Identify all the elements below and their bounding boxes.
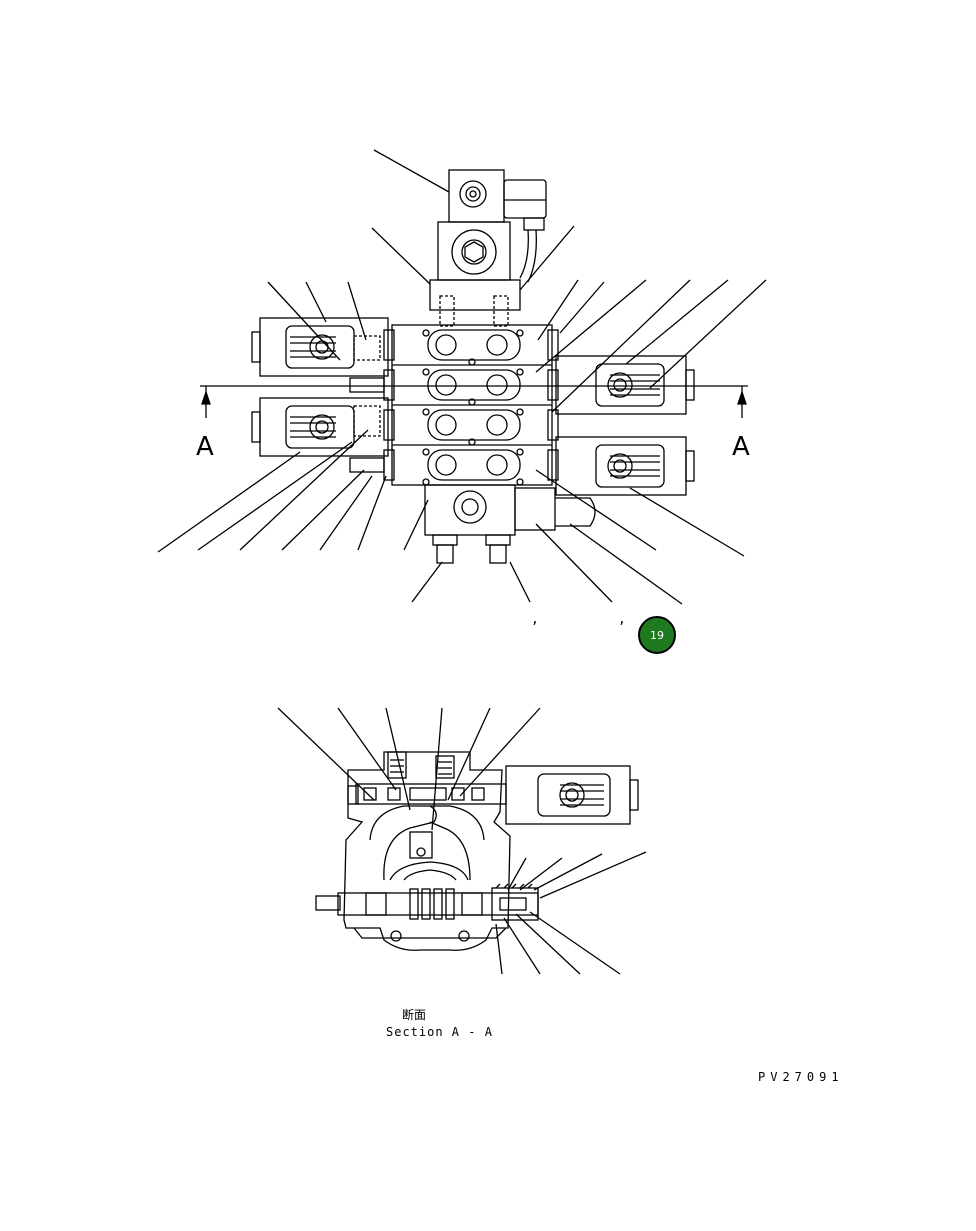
section-title-jp: 断面 (402, 1008, 427, 1022)
comma-1: , (531, 612, 539, 627)
section-line (200, 385, 748, 418)
top-view (157, 149, 767, 605)
solenoid-valve (429, 169, 547, 327)
valve-stack (383, 324, 596, 564)
comma-2: , (618, 612, 626, 627)
section-view (277, 707, 647, 975)
right-solenoids (555, 355, 695, 496)
drawing-number: PV27091 (758, 1070, 844, 1084)
callout-badge-label: 19 (650, 628, 664, 642)
section-title-en: Section A - A (386, 1025, 493, 1039)
section-marker-left: A (196, 432, 214, 462)
callout-badge[interactable]: 19 (638, 616, 676, 654)
section-marker-right: A (732, 432, 750, 462)
leader-lines-top (157, 149, 767, 605)
left-solenoids (251, 317, 389, 473)
